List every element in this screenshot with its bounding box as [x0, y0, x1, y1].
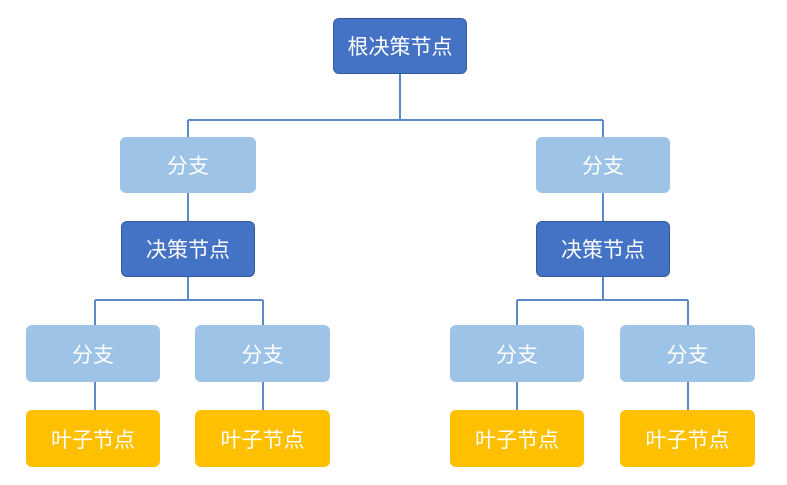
left-leaf-node-2-label: 叶子节点	[220, 427, 305, 452]
left-decision-node: 决策节点	[121, 221, 255, 277]
left-child-branch-2-label: 分支	[241, 342, 284, 367]
root-decision-node: 根决策节点	[333, 18, 467, 74]
left-leaf-node-2: 叶子节点	[195, 410, 330, 467]
right-decision-node: 决策节点	[536, 221, 670, 277]
left-decision-label: 决策节点	[146, 238, 230, 262]
right-decision-label: 决策节点	[561, 238, 645, 262]
right-branch-label: 分支	[582, 154, 624, 178]
right-leaf-node-1-label: 叶子节点	[475, 427, 559, 452]
left-branch-node: 分支	[120, 137, 256, 193]
left-child-branch-1-label: 分支	[72, 342, 114, 367]
right-leaf-node-2-label: 叶子节点	[645, 427, 730, 452]
left-child-branch-2: 分支	[195, 325, 330, 382]
left-child-branch-1: 分支	[26, 325, 160, 382]
right-child-branch-2-label: 分支	[666, 342, 709, 367]
right-child-branch-1-label: 分支	[496, 342, 538, 367]
left-leaf-node-1-label: 叶子节点	[51, 427, 135, 452]
right-child-branch-2: 分支	[620, 325, 755, 382]
right-branch-node: 分支	[536, 137, 670, 193]
root-decision-node-label: 根决策节点	[347, 35, 453, 59]
right-child-branch-1: 分支	[450, 325, 584, 382]
right-leaf-node-2: 叶子节点	[620, 410, 755, 467]
left-branch-label: 分支	[167, 154, 209, 178]
right-leaf-node-1: 叶子节点	[450, 410, 584, 467]
left-leaf-node-1: 叶子节点	[26, 410, 160, 467]
